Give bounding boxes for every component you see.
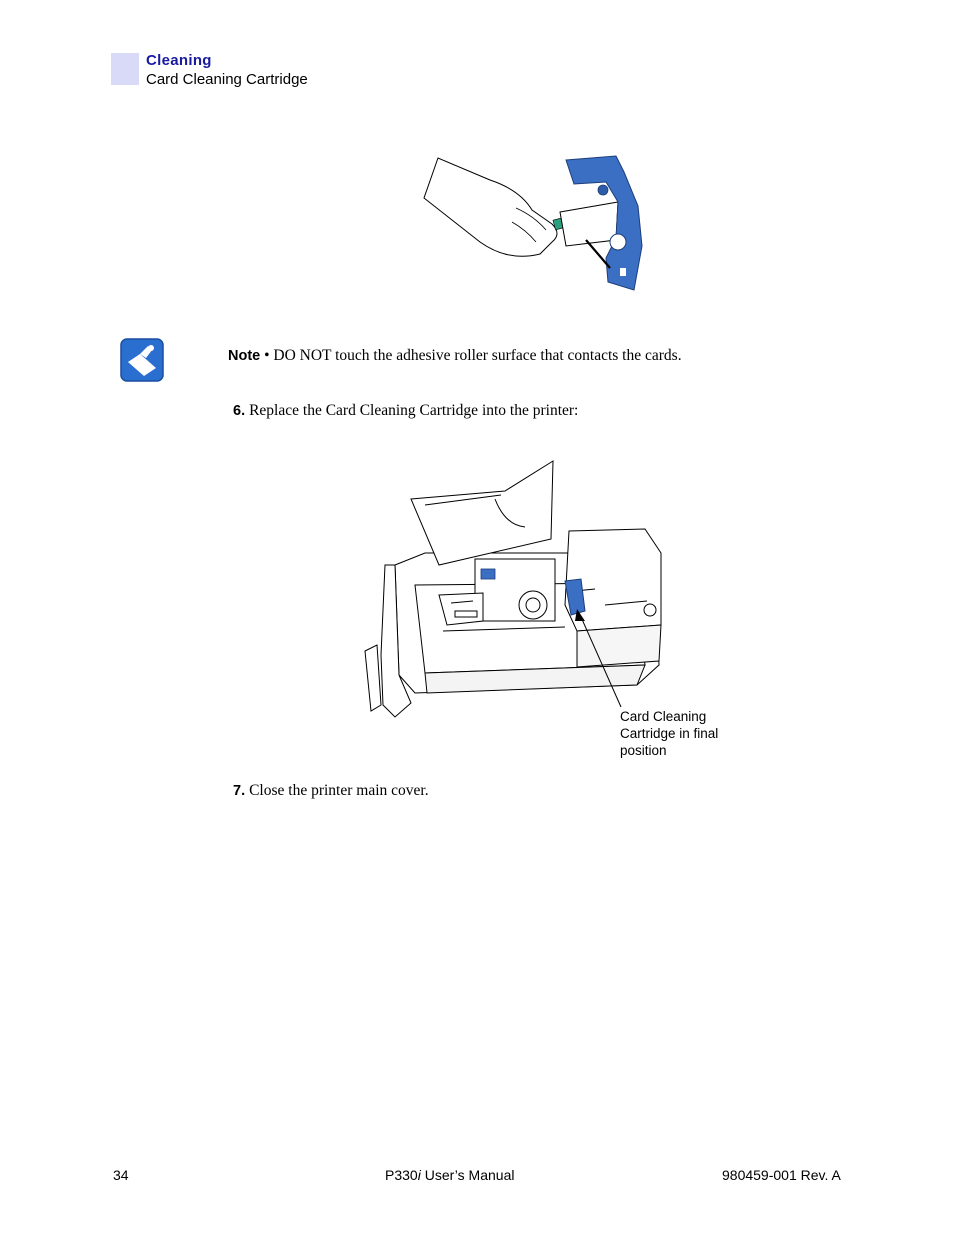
note-text: Note • DO NOT touch the adhesive roller …: [228, 347, 682, 365]
note-label: Note: [228, 348, 261, 364]
note-icon: [120, 338, 164, 382]
step-text: Close the printer main cover.: [249, 782, 429, 799]
manual-title-suffix: User’s Manual: [420, 1167, 515, 1183]
step-6: 6.Replace the Card Cleaning Cartridge in…: [233, 402, 578, 420]
section-title: Cleaning: [146, 52, 212, 69]
note-body: • DO NOT touch the adhesive roller surfa…: [264, 347, 682, 364]
footer-manual-title: P330i User’s Manual: [385, 1167, 514, 1183]
cartridge-handling-illustration: [423, 155, 643, 291]
step-text: Replace the Card Cleaning Cartridge into…: [249, 402, 579, 419]
callout-line: Card Cleaning: [620, 709, 707, 724]
callout-line: position: [620, 743, 667, 758]
step-7: 7.Close the printer main cover.: [233, 782, 429, 800]
step-number: 6.: [233, 403, 246, 419]
manual-title-italic: i: [417, 1167, 421, 1183]
manual-title-prefix: P330: [385, 1167, 418, 1183]
cartridge-callout: Card Cleaning Cartridge in final positio…: [620, 708, 750, 759]
printer-illustration: [364, 460, 662, 718]
callout-line: Cartridge in final: [620, 726, 719, 741]
footer-revision: 980459-001 Rev. A: [722, 1167, 841, 1183]
subsection-title: Card Cleaning Cartridge: [146, 71, 308, 88]
step-number: 7.: [233, 783, 246, 799]
header-tab-marker: [111, 53, 139, 85]
footer-page-number: 34: [113, 1167, 129, 1183]
